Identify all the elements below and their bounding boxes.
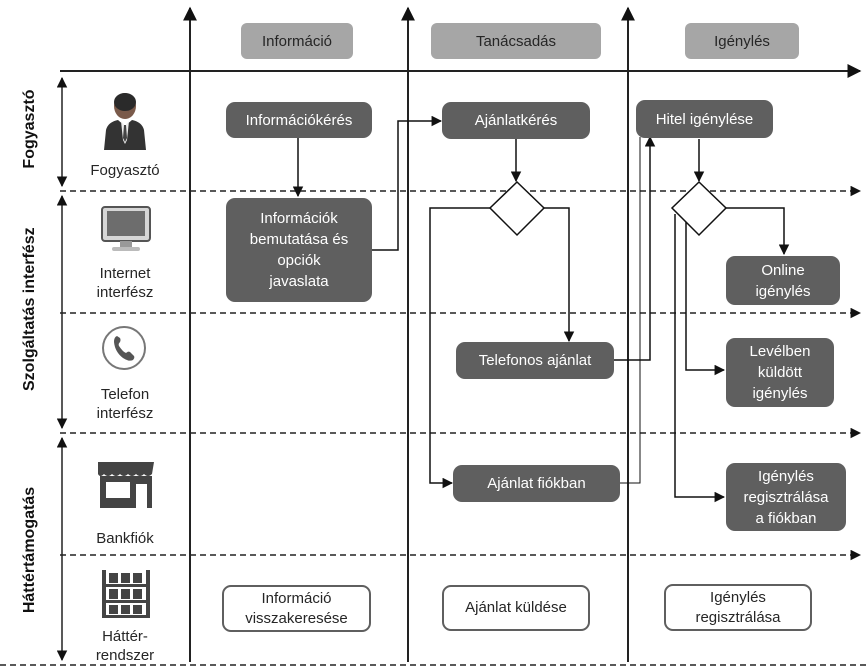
flow-arrow <box>685 222 726 376</box>
store-icon <box>98 462 154 508</box>
role-label-branch: Bankfiók <box>96 530 154 547</box>
box-branch-register: Igénylés regisztrálása a fiókban <box>726 463 846 531</box>
person-icon <box>104 93 146 150</box>
box-branch-offer: Ajánlat fiókban <box>453 465 620 502</box>
phase-header-consulting: Tanácsadás <box>431 23 601 59</box>
box-info-present: Információk bemutatása és opciók javasla… <box>226 198 372 302</box>
box-offer-request: Ajánlatkérés <box>442 102 590 139</box>
flow-arrow <box>726 207 790 256</box>
lane-title-service-interface: Szolgáltatás interfész <box>21 227 38 391</box>
flow-arrow <box>429 207 490 489</box>
box-info-request: Információkérés <box>226 102 372 138</box>
box-loan-apply: Hitel igénylése <box>636 100 773 138</box>
phase-header-application: Igénylés <box>685 23 799 59</box>
monitor-icon <box>101 206 151 251</box>
role-label-internet: Internet interfész <box>96 265 154 301</box>
box-mail-apply: Levélben küldött igénylés <box>726 338 834 407</box>
role-label-phone: Telefon interfész <box>96 386 154 422</box>
box-info-retrieve: Információ visszakeresése <box>222 585 371 632</box>
lane-title-back-office: Háttértámogatás <box>21 486 38 614</box>
role-label-backend: Háttér- rendszer <box>95 628 155 664</box>
phone-icon <box>102 326 146 370</box>
flow-arrow <box>372 115 443 251</box>
decision-diamond <box>670 180 728 237</box>
flow-arrow <box>674 214 726 503</box>
box-apply-register: Igénylés regisztrálása <box>664 584 812 631</box>
box-offer-send: Ajánlat küldése <box>442 585 590 631</box>
box-online-apply: Online igénylés <box>726 256 840 305</box>
lane-title-consumer: Fogyasztó <box>21 89 38 169</box>
decision-diamond <box>488 180 546 237</box>
flow-arrow <box>614 135 656 361</box>
phase-header-information: Információ <box>241 23 353 59</box>
shelf-icon <box>102 570 150 618</box>
flow-arrow <box>544 207 575 343</box>
role-label-consumer: Fogyasztó <box>90 162 160 179</box>
box-phone-offer: Telefonos ajánlat <box>456 342 614 379</box>
flow-arrow <box>620 137 641 484</box>
